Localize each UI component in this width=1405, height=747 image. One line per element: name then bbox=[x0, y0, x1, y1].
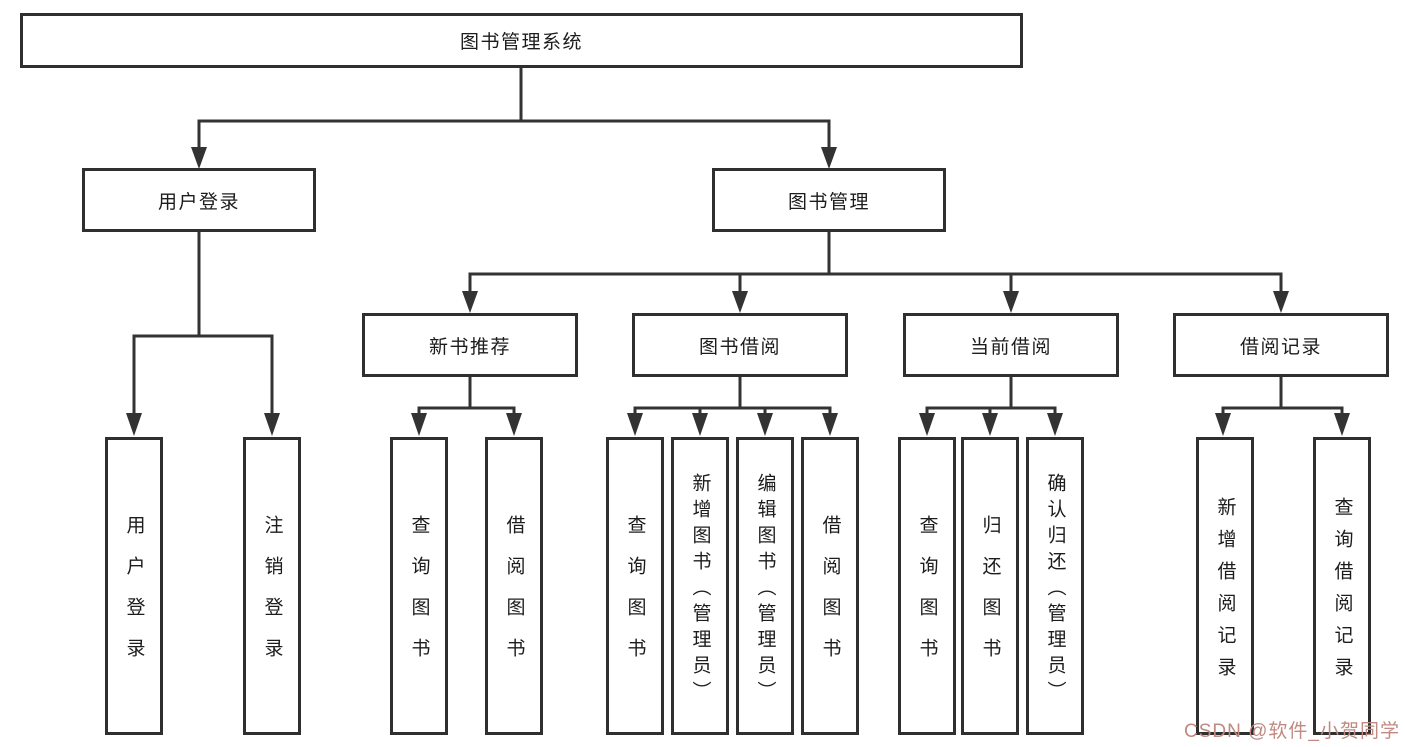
arrowhead-to-leaf-logout bbox=[264, 413, 280, 436]
leaf-add-borrow-record: 新增借阅记录 bbox=[1196, 437, 1254, 735]
csdn-watermark: CSDN @软件_小贺同学 bbox=[1184, 721, 1400, 742]
node-borrow-record-label: 借阅记录 bbox=[1239, 336, 1322, 358]
leaf-borrow-book-label: 借阅图书 bbox=[819, 515, 841, 679]
leaf-query-borrow-record-label: 查询借阅记录 bbox=[1331, 496, 1353, 689]
leaf-query-book-recommend: 查询图书 bbox=[390, 437, 448, 735]
leaf-confirm-return-admin: 确认归还（管理员） bbox=[1026, 437, 1084, 735]
edge-current-borrow-split bbox=[925, 375, 1057, 416]
leaf-query-book-borrow: 查询图书 bbox=[606, 437, 664, 735]
arrowhead-to-new-book-recommend bbox=[462, 291, 478, 313]
edge-new-book-recommend-split bbox=[417, 375, 516, 416]
node-book-management: 图书管理 bbox=[712, 168, 946, 232]
leaf-return-book-label: 归还图书 bbox=[979, 515, 1001, 679]
arrowhead-to-current-borrow bbox=[1003, 291, 1019, 313]
leaf-query-book-current: 查询图书 bbox=[898, 437, 956, 735]
edge-root-split bbox=[197, 66, 831, 123]
arrowhead-leaf-add-record bbox=[1215, 413, 1231, 436]
leaf-add-book-admin-label: 新增图书（管理员） bbox=[689, 472, 711, 707]
arrowhead-leaf-confirm-return bbox=[1047, 413, 1063, 436]
edge-book-management-split bbox=[468, 230, 1283, 294]
leaf-return-book: 归还图书 bbox=[961, 437, 1019, 735]
edge-book-borrow-split bbox=[633, 375, 832, 416]
leaf-borrow-book: 借阅图书 bbox=[801, 437, 859, 735]
leaf-logout-login: 注销登录 bbox=[243, 437, 301, 735]
edge-root-arrow-stems bbox=[197, 119, 831, 150]
leaf-query-book-borrow-label: 查询图书 bbox=[624, 515, 646, 679]
leaf-query-book-current-label: 查询图书 bbox=[916, 515, 938, 679]
node-new-book-recommend-label: 新书推荐 bbox=[428, 336, 511, 358]
arrowhead-leaf-add-book bbox=[692, 413, 708, 436]
leaf-borrow-book-recommend: 借阅图书 bbox=[485, 437, 543, 735]
leaf-add-book-admin: 新增图书（管理员） bbox=[671, 437, 729, 735]
node-root-label: 图书管理系统 bbox=[459, 32, 583, 53]
leaf-user-login: 用户登录 bbox=[105, 437, 163, 735]
arrowhead-to-borrow-record bbox=[1273, 291, 1289, 313]
leaf-user-login-label: 用户登录 bbox=[123, 515, 145, 679]
node-current-borrow: 当前借阅 bbox=[903, 313, 1119, 377]
leaf-edit-book-admin: 编辑图书（管理员） bbox=[736, 437, 794, 735]
arrowhead-leaf-borrow-book-2 bbox=[822, 413, 838, 436]
leaf-query-borrow-record: 查询借阅记录 bbox=[1313, 437, 1371, 735]
node-user-login: 用户登录 bbox=[82, 168, 316, 232]
leaf-borrow-book-recommend-label: 借阅图书 bbox=[503, 515, 525, 679]
arrowhead-leaf-return-book bbox=[982, 413, 998, 436]
node-root: 图书管理系统 bbox=[20, 13, 1023, 68]
leaf-edit-book-admin-label: 编辑图书（管理员） bbox=[754, 472, 776, 707]
arrowhead-leaf-edit-book bbox=[757, 413, 773, 436]
arrowhead-to-book-management bbox=[821, 147, 837, 169]
edge-user-login-split bbox=[132, 230, 274, 416]
node-book-management-label: 图书管理 bbox=[787, 191, 870, 213]
leaf-confirm-return-admin-label: 确认归还（管理员） bbox=[1044, 472, 1066, 707]
arrowhead-to-book-borrow bbox=[732, 291, 748, 313]
arrowhead-leaf-query-book-2 bbox=[627, 413, 643, 436]
arrowhead-leaf-query-book-3 bbox=[919, 413, 935, 436]
arrowhead-to-leaf-user-login bbox=[126, 413, 142, 436]
node-current-borrow-label: 当前借阅 bbox=[969, 336, 1052, 358]
node-user-login-label: 用户登录 bbox=[157, 191, 240, 213]
arrowhead-to-user-login bbox=[191, 147, 207, 169]
node-book-borrow-label: 图书借阅 bbox=[698, 336, 781, 358]
arrowhead-leaf-borrow-book-1 bbox=[506, 413, 522, 436]
arrowhead-leaf-query-record bbox=[1334, 413, 1350, 436]
arrowhead-leaf-query-book-1 bbox=[411, 413, 427, 436]
node-new-book-recommend: 新书推荐 bbox=[362, 313, 578, 377]
leaf-add-borrow-record-label: 新增借阅记录 bbox=[1214, 496, 1236, 689]
node-book-borrow: 图书借阅 bbox=[632, 313, 848, 377]
leaf-logout-login-label: 注销登录 bbox=[261, 515, 283, 679]
node-borrow-record: 借阅记录 bbox=[1173, 313, 1389, 377]
leaf-query-book-recommend-label: 查询图书 bbox=[408, 515, 430, 679]
edge-borrow-record-split bbox=[1221, 375, 1344, 416]
